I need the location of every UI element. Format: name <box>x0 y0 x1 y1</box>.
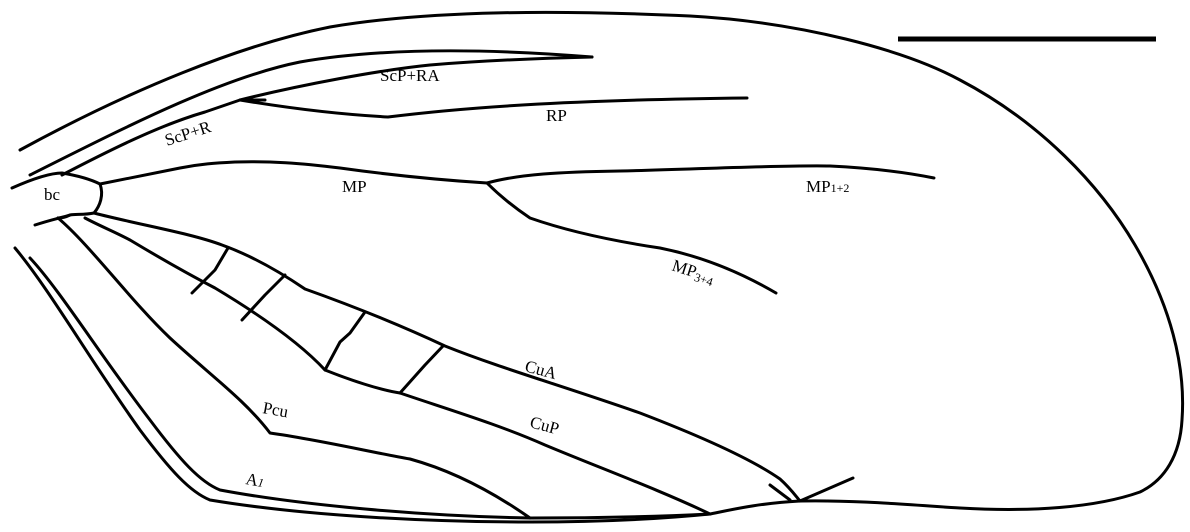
label-mp34-sub: 3+4 <box>693 270 715 289</box>
label-rp: RP <box>546 106 567 125</box>
label-a1-sub: 1 <box>257 475 265 490</box>
mp-vein <box>98 160 489 186</box>
crossvein-3 <box>323 310 367 372</box>
cup-vein <box>83 216 712 516</box>
crossvein-4 <box>398 344 445 395</box>
label-a1-base: A <box>244 469 260 490</box>
label-mp12: MP1+2 <box>806 177 849 196</box>
mp12-vein <box>485 164 936 185</box>
crossvein-5 <box>768 483 792 502</box>
scp-ra-vein <box>238 55 594 102</box>
label-a1: A1 <box>244 469 265 491</box>
label-cup: CuP <box>528 413 561 439</box>
label-scp-r: ScP+R <box>162 117 214 150</box>
scp-r-vein <box>60 98 267 177</box>
posterior-margin <box>13 246 712 524</box>
label-mp: MP <box>342 177 367 196</box>
mp34-vein <box>485 181 778 295</box>
label-cua: CuA <box>523 357 560 384</box>
posterior-branch <box>798 476 855 503</box>
basal-cell-bottom <box>33 213 72 227</box>
rp-vein <box>238 96 749 119</box>
crossvein-1 <box>190 246 230 295</box>
costal-margin <box>18 10 1185 516</box>
label-pcu: Pcu <box>261 398 290 421</box>
label-scp-ra: ScP+RA <box>380 66 440 85</box>
label-mp12-sub: 1+2 <box>831 181 850 195</box>
a1-vein <box>28 256 712 520</box>
costal-vein <box>28 49 594 177</box>
cua-vein <box>92 211 802 503</box>
label-bc: bc <box>44 185 61 204</box>
crossvein-2 <box>240 273 287 322</box>
pcu-vein <box>56 216 532 520</box>
label-mp12-base: MP <box>806 177 831 196</box>
